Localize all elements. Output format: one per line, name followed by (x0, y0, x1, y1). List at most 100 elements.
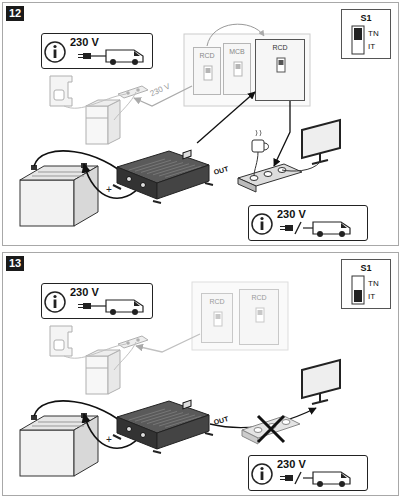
info-icon-art (249, 206, 369, 242)
inverter-front (117, 167, 157, 199)
breaker-art (202, 294, 234, 344)
battery-ridge (32, 176, 84, 177)
breaker-box: RCD (193, 47, 221, 95)
breaker-art (256, 40, 306, 102)
van-wheel (110, 59, 116, 65)
switch-name: S1 (342, 264, 390, 273)
info-icon-art (249, 456, 369, 492)
fridge-side (108, 100, 120, 144)
polarity-mark: + (106, 185, 112, 195)
breaker-toggle (204, 66, 212, 80)
van-window (134, 301, 140, 306)
inverter-side (157, 415, 209, 449)
selector-switch-box: S1TNIT (341, 259, 391, 309)
voltage-text: 230 V (277, 209, 306, 220)
monitor-screen (302, 120, 340, 158)
inverter-front (117, 417, 157, 449)
switch-position: TN (368, 30, 379, 38)
van-wheel (339, 231, 345, 237)
voltage-label: 230 V (149, 82, 171, 98)
switch-position: IT (368, 293, 375, 301)
battery-side (74, 166, 98, 226)
inverter-art (113, 393, 213, 453)
device-label: RCD (194, 52, 220, 59)
van-wheel (339, 481, 345, 487)
device-label: RCD (240, 294, 278, 301)
info-stem (261, 472, 264, 481)
dc-terminal (127, 427, 132, 432)
socket-hole (136, 88, 140, 92)
plug-cable (303, 477, 313, 478)
battery-front (20, 180, 74, 226)
supply-wire (136, 334, 200, 352)
plug-cable (90, 55, 106, 56)
van-wheel (110, 309, 116, 315)
van-wheel (132, 309, 138, 315)
ac-outlet (183, 150, 191, 159)
appliance-cable (64, 94, 126, 108)
plug-cable (303, 227, 313, 228)
switch-frame (352, 26, 364, 54)
mounting-foot (113, 433, 213, 453)
cooling-fin (129, 409, 165, 420)
fridge-front (86, 106, 108, 144)
disconnect-slash (295, 222, 301, 234)
breaker-lever (236, 64, 241, 69)
dc-terminal (141, 183, 146, 188)
fridge-door (86, 118, 108, 119)
distribution-enclosure (192, 282, 288, 350)
breaker-lever (206, 68, 211, 73)
figure-panel: 12230 VS1TNITRCDMCBRCDOUT230 V230 V+ (2, 2, 399, 246)
inverter-side (157, 165, 209, 199)
switch-knob (354, 28, 362, 40)
plug-prongs (78, 55, 83, 58)
inverter-box: OUT (113, 393, 213, 453)
selector-switch-box: S1TNIT (341, 9, 391, 59)
output-label: OUT (213, 415, 229, 426)
breaker-toggle (234, 62, 242, 76)
cooling-fin (141, 411, 177, 422)
plug-body (83, 303, 91, 309)
info-circle (45, 292, 65, 312)
cooling-fin (147, 413, 183, 424)
figure-number: 12 (6, 6, 24, 21)
cooling-fin (159, 415, 195, 426)
cross-mark (258, 416, 284, 442)
info-box: 230 V (248, 205, 368, 241)
output-label: OUT (213, 165, 229, 176)
strip-socket (282, 420, 290, 425)
plug-prongs (78, 305, 83, 308)
switch-knob (354, 290, 362, 302)
cooling-fin (135, 160, 171, 171)
van-icon (313, 472, 350, 487)
breaker-box: RCD (239, 289, 279, 345)
cup-cable (254, 152, 258, 176)
output-cable (197, 92, 255, 143)
disconnect-slash (295, 472, 301, 484)
van-wheel (317, 231, 323, 237)
van-window (341, 473, 347, 478)
device-label: RCD (256, 44, 304, 51)
common-parts (20, 326, 148, 476)
breaker-box: MCB (223, 43, 251, 95)
cup-handle (264, 143, 269, 150)
strip-socket (250, 176, 258, 181)
device-label: MCB (224, 48, 250, 55)
monitor-screen (302, 360, 340, 398)
breaker-art (194, 48, 222, 96)
info-dot (260, 217, 263, 220)
plug-prongs (280, 477, 285, 480)
strip-socket (264, 172, 272, 177)
breaker-box: RCD (255, 39, 305, 101)
voltage-text: 230 V (277, 459, 306, 470)
info-circle (252, 214, 272, 234)
figure-panel: 13230 VS1TNITRCDRCDOUT230 V+ (2, 252, 399, 496)
battery-cable (34, 151, 128, 178)
plug-prongs (280, 227, 285, 230)
switch-position: IT (368, 43, 375, 51)
output-wire (274, 100, 290, 166)
coffee-machine (50, 76, 72, 106)
cooling-fin (165, 166, 201, 177)
common-parts (20, 76, 148, 226)
cup (252, 140, 264, 152)
